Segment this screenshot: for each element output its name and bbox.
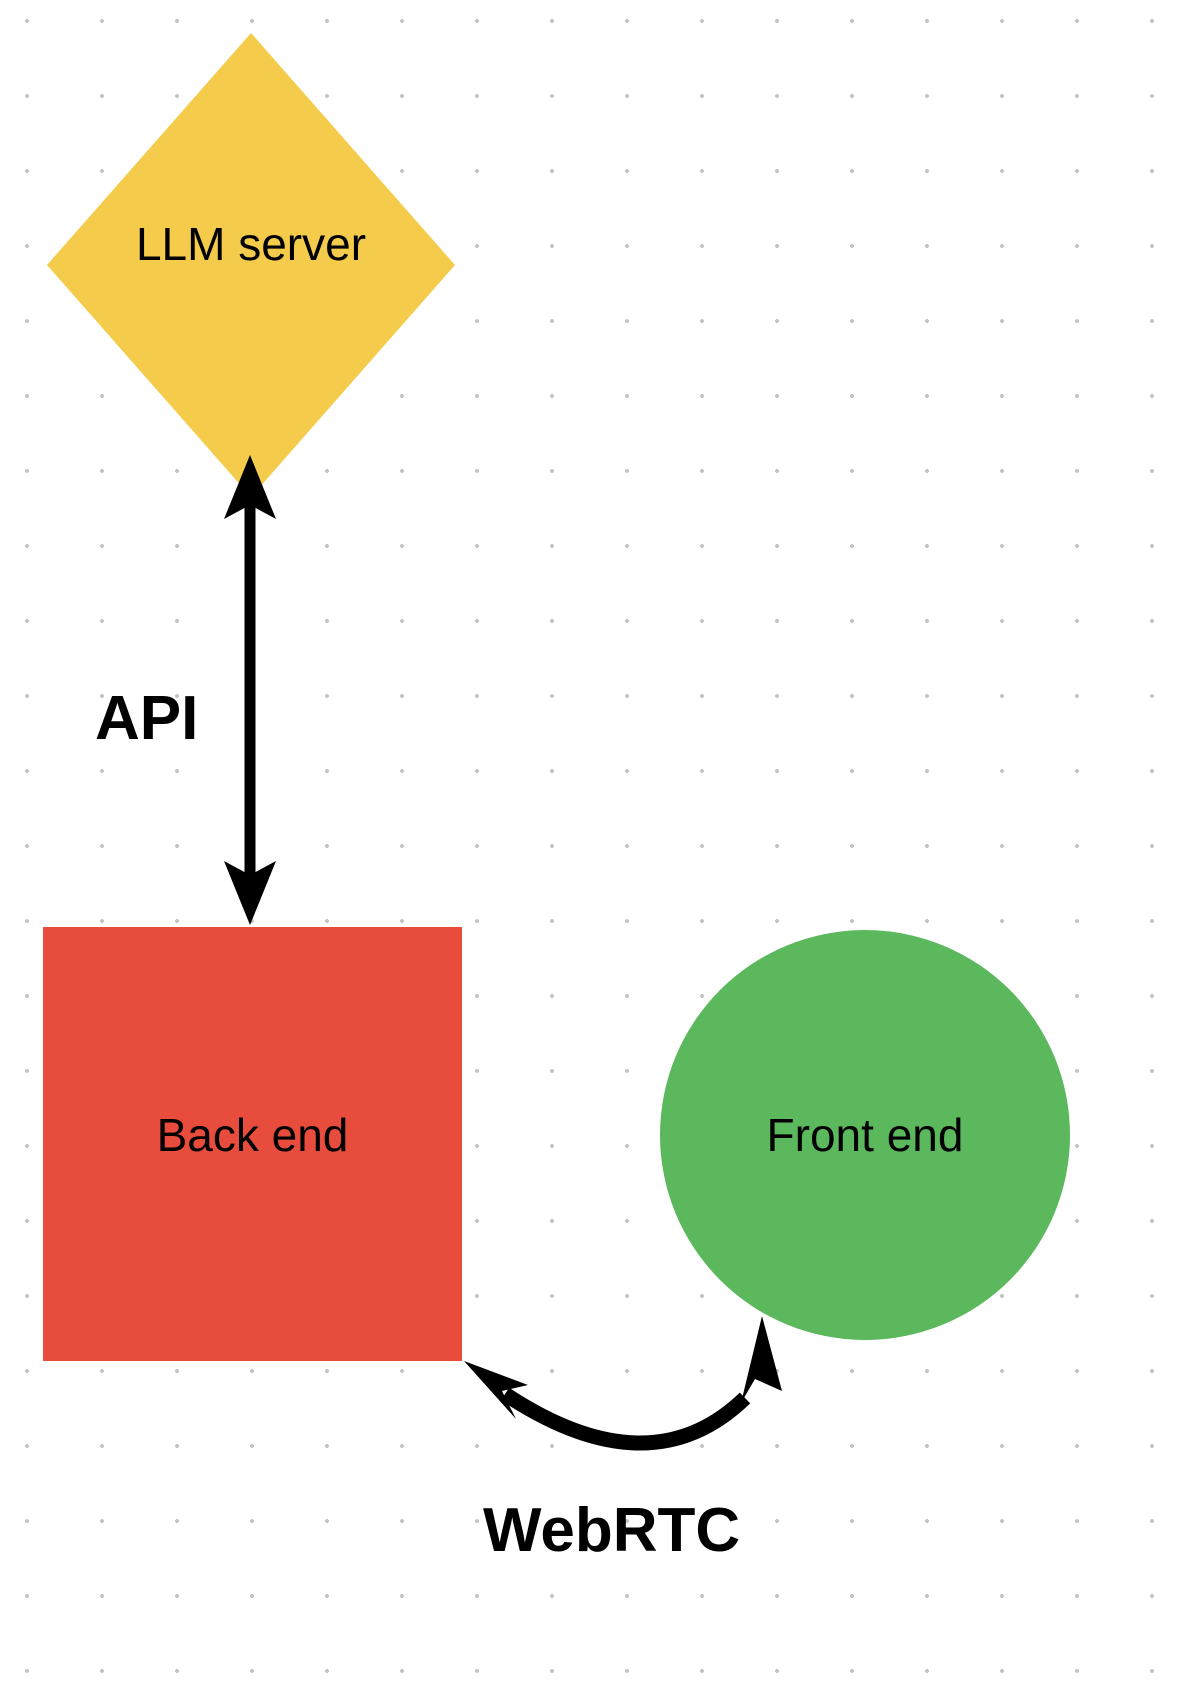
webrtc-arrowhead-left [464, 1361, 528, 1419]
diamond-shape [47, 33, 455, 497]
api-arrowhead-up [224, 455, 276, 519]
edge-webrtc-arrow[interactable] [464, 1316, 782, 1451]
webrtc-arrowhead-right [741, 1316, 782, 1403]
node-llm-server[interactable] [47, 33, 455, 497]
node-back-end[interactable] [43, 927, 462, 1361]
api-arrowhead-down [224, 861, 276, 925]
webrtc-arrow-curve [500, 1387, 751, 1451]
node-front-end[interactable] [660, 930, 1070, 1340]
edge-api-arrow[interactable] [224, 455, 276, 925]
